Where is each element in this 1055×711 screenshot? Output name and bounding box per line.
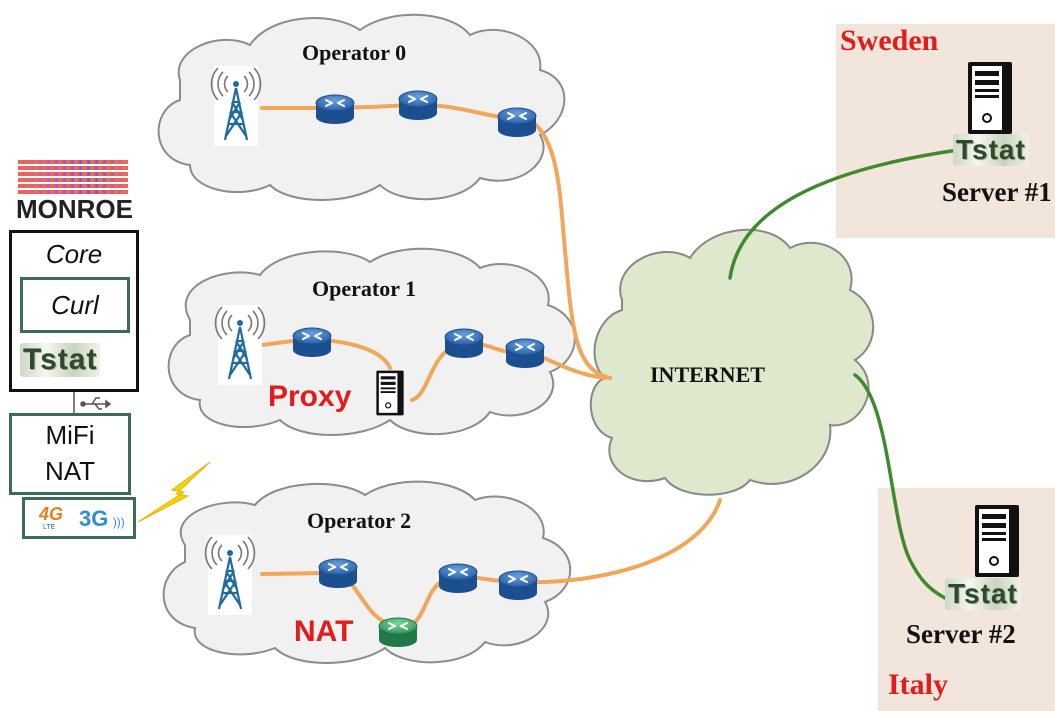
lte-text: LTE — [43, 524, 56, 531]
nat-label: NAT — [294, 615, 354, 648]
4g-text: 4G — [39, 504, 64, 524]
cell-tower-icon — [210, 64, 262, 148]
tstat-logo: Tstat — [945, 578, 1021, 610]
operator0-label: Operator 0 — [302, 40, 407, 65]
router-icon — [497, 107, 537, 138]
server1-icon — [967, 61, 1013, 135]
router-icon — [505, 338, 545, 369]
router-icon — [438, 563, 478, 594]
core-label: Core — [45, 239, 103, 269]
signal-icon: ))) — [112, 515, 125, 529]
3g-text: 3G — [79, 506, 109, 531]
server2-label: Server #2 — [906, 619, 1016, 649]
internet-cloud — [589, 228, 875, 496]
cell-tower-icon — [204, 533, 256, 617]
4g-lte-icon: 4G LTE — [33, 502, 67, 536]
operator2-cloud — [162, 480, 572, 664]
router-icon — [444, 328, 484, 359]
router-icon — [292, 327, 332, 358]
3g-icon: 3G ))) — [79, 506, 125, 532]
curl-label: Curl — [51, 290, 99, 320]
server2-icon — [974, 504, 1020, 578]
monroe-bars — [18, 160, 128, 194]
cell-tower-icon — [214, 303, 266, 387]
tstat-logo: Tstat — [953, 134, 1029, 166]
router-icon — [498, 570, 538, 601]
modem-badges: 4G LTE 3G ))) — [22, 497, 136, 539]
router-icon — [315, 94, 355, 125]
router-icon — [318, 558, 358, 589]
operator2-label: Operator 2 — [307, 508, 412, 533]
proxy-server-icon — [375, 370, 405, 416]
operator1-label: Operator 1 — [312, 276, 417, 301]
operator1-cloud — [167, 247, 576, 436]
mifi-nat-label: NAT — [44, 456, 96, 486]
sweden-label: Sweden — [840, 24, 939, 57]
mifi-label: MiFi — [45, 420, 95, 450]
nat-router-icon — [378, 617, 418, 648]
proxy-label: Proxy — [268, 380, 352, 413]
curl-box: Curl — [20, 277, 130, 333]
usb-icon — [80, 397, 112, 410]
mifi-box: MiFi NAT — [9, 413, 131, 495]
monroe-wordmark: MONROE — [16, 194, 133, 224]
wireless-signal-icon — [137, 461, 211, 523]
tstat-logo: Tstat — [20, 343, 101, 377]
monroe-logo: MONROE — [16, 160, 133, 228]
server-links — [728, 148, 960, 600]
device-core-box: Core Curl Tstat — [9, 230, 139, 392]
italy-label: Italy — [888, 668, 948, 701]
server1-label: Server #1 — [942, 177, 1052, 207]
sweden-panel — [836, 24, 1055, 238]
internet-label: INTERNET — [650, 362, 765, 387]
router-icon — [398, 90, 438, 121]
